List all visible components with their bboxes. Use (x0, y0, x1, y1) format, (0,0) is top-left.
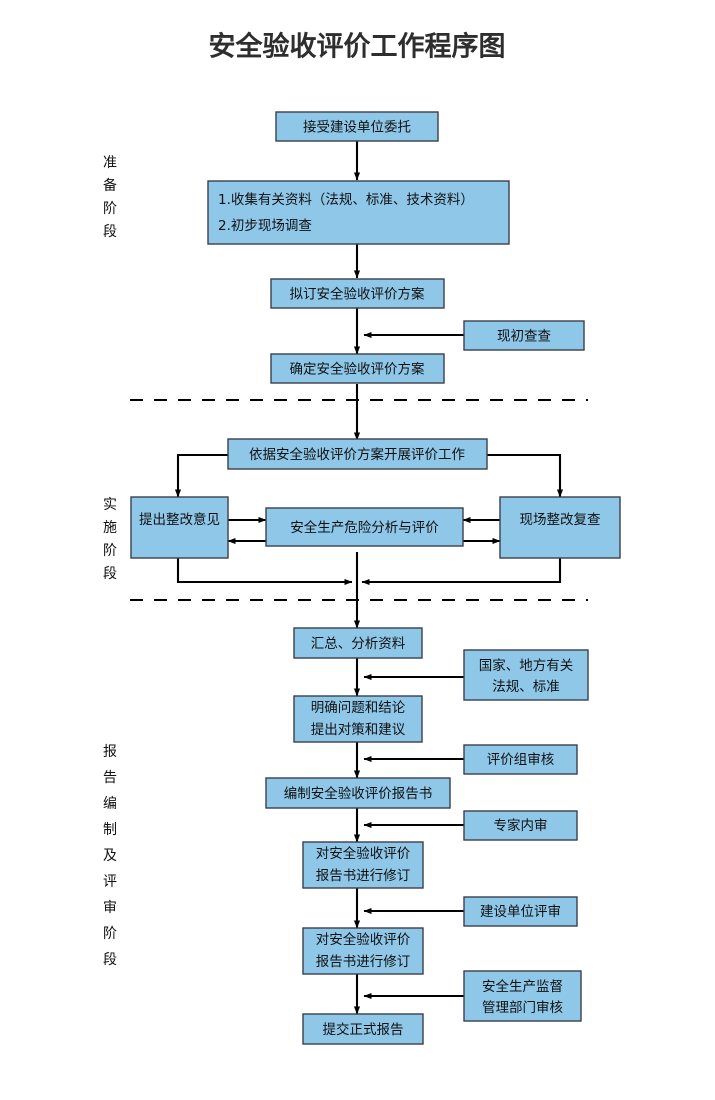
stage-char: 阶 (103, 201, 117, 217)
node-label-line2: 提出对策和建议 (311, 721, 406, 738)
node-label: 编制安全验收评价报告书 (284, 785, 433, 802)
stage-char: 段 (103, 952, 117, 968)
arrow-carryout-to-right (487, 453, 564, 498)
stage-char: 阶 (103, 926, 117, 942)
node-revise-report-1[interactable]: 对安全验收评价 报告书进行修订 (302, 841, 424, 889)
node-carry-out-eval[interactable]: 依据安全验收评价方案开展评价工作 (227, 438, 488, 470)
node-revise-report-2[interactable]: 对安全验收评价 报告书进行修订 (302, 927, 424, 975)
node-label: 提出整改意见 (139, 511, 220, 528)
node-label-line1: 国家、地方有关 (479, 657, 574, 674)
node-construction-unit-review[interactable]: 建设单位评审 (463, 896, 578, 927)
stage-label-reporting: 报 告 编 制 及 评 审 阶 段 (103, 744, 117, 968)
node-label-line2: 法规、标准 (492, 679, 560, 695)
node-clarify-conclusion[interactable]: 明确问题和结论 提出对策和建议 (293, 695, 423, 743)
node-label: 现场整改复查 (520, 511, 601, 528)
node-label: 接受建设单位委托 (303, 119, 411, 136)
node-accept-commission[interactable]: 接受建设单位委托 (275, 111, 439, 142)
node-confirm-plan[interactable]: 确定安全验收评价方案 (270, 353, 445, 384)
node-label: 评价组审核 (487, 752, 555, 768)
node-rectification-opinion[interactable]: 提出整改意见 (130, 496, 229, 559)
stage-char: 阶 (103, 543, 117, 559)
node-label-line1: 对安全验收评价 (316, 931, 411, 948)
stage-char: 及 (103, 848, 117, 864)
node-label: 确定安全验收评价方案 (290, 361, 425, 378)
node-label: 拟订安全验收评价方案 (290, 286, 425, 303)
node-label-line2: 2.初步现场调查 (218, 217, 312, 234)
node-label-line2: 管理部门审核 (482, 1000, 563, 1016)
node-summarize-data[interactable]: 汇总、分析资料 (293, 627, 423, 659)
stage-char: 备 (103, 177, 117, 194)
connector-layer (130, 140, 588, 1015)
stage-char: 实 (103, 497, 117, 513)
node-draft-plan[interactable]: 拟订安全验收评价方案 (270, 278, 445, 309)
node-label: 建设单位评审 (480, 904, 561, 920)
node-hazard-analysis[interactable]: 安全生产危险分析与评价 (265, 507, 464, 547)
stage-label-preparation: 准 备 阶 段 (103, 155, 117, 240)
node-preliminary-check[interactable]: 现初查查 (463, 320, 585, 351)
node-label: 专家内审 (494, 817, 548, 834)
node-label: 汇总、分析资料 (311, 636, 406, 652)
node-label-line2: 报告书进行修订 (316, 868, 411, 884)
node-label-line1: 1.收集有关资料（法规、标准、技术资料） (218, 192, 474, 208)
stage-char: 报 (103, 744, 117, 760)
stage-char: 制 (103, 822, 117, 838)
node-label: 安全生产危险分析与评价 (290, 519, 439, 536)
stage-char: 评 (103, 874, 117, 890)
stage-label-implementation: 实 施 阶 段 (103, 497, 117, 582)
node-eval-group-review[interactable]: 评价组审核 (463, 744, 578, 775)
arrow-carryout-to-left (174, 453, 228, 498)
node-label-line1: 安全生产监督 (482, 978, 563, 995)
node-label-line2: 报告书进行修订 (316, 954, 411, 970)
node-collect-data[interactable]: 1.收集有关资料（法规、标准、技术资料） 2.初步现场调查 (207, 180, 510, 245)
node-site-recheck[interactable]: 现场整改复查 (499, 496, 621, 559)
node-label: 依据安全验收评价方案开展评价工作 (249, 446, 465, 463)
node-safety-supervision-review[interactable]: 安全生产监督 管理部门审核 (463, 970, 582, 1022)
node-label-line1: 对安全验收评价 (316, 845, 411, 862)
arrow-left-merge (176, 558, 353, 586)
node-label: 现初查查 (497, 328, 551, 345)
stage-char: 段 (103, 224, 117, 240)
node-label: 提交正式报告 (323, 1021, 404, 1038)
node-national-local-regs[interactable]: 国家、地方有关 法规、标准 (463, 649, 589, 701)
node-submit-final-report[interactable]: 提交正式报告 (302, 1013, 424, 1045)
node-label-line1: 明确问题和结论 (311, 700, 406, 716)
stage-char: 编 (103, 796, 117, 812)
node-compile-report[interactable]: 编制安全验收评价报告书 (265, 777, 451, 809)
stage-char: 段 (103, 566, 117, 582)
stage-char: 施 (103, 520, 117, 536)
stage-char: 告 (103, 770, 117, 786)
stage-char: 准 (103, 155, 117, 171)
stage-char: 审 (103, 900, 117, 916)
arrow-right-merge (361, 558, 562, 586)
node-expert-internal-review[interactable]: 专家内审 (463, 810, 578, 841)
page-title: 安全验收评价工作程序图 (209, 31, 506, 63)
